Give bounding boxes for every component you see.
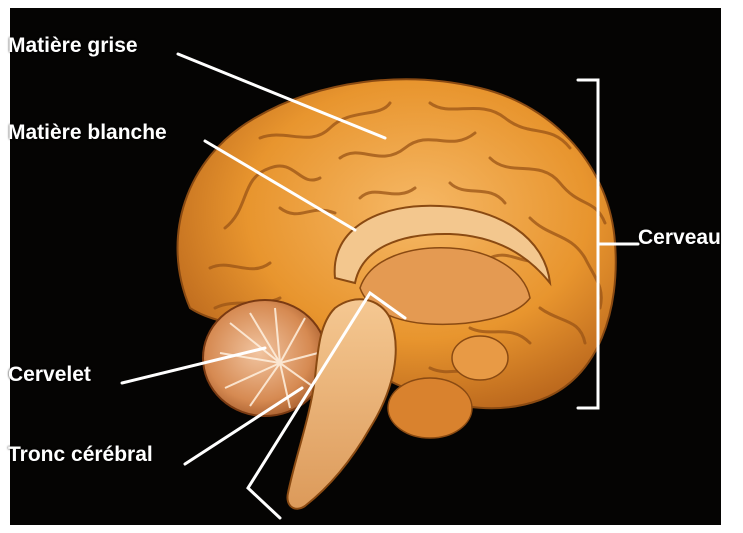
label-grey-matter: Matière grise	[8, 34, 138, 58]
label-cerebrum: Cerveau	[638, 226, 721, 250]
label-cerebellum: Cervelet	[8, 363, 91, 387]
temporal-lobe-shape	[388, 378, 472, 438]
label-white-matter: Matière blanche	[8, 121, 167, 145]
thalamus-shape	[452, 336, 508, 380]
label-brainstem: Tronc cérébral	[8, 443, 153, 467]
